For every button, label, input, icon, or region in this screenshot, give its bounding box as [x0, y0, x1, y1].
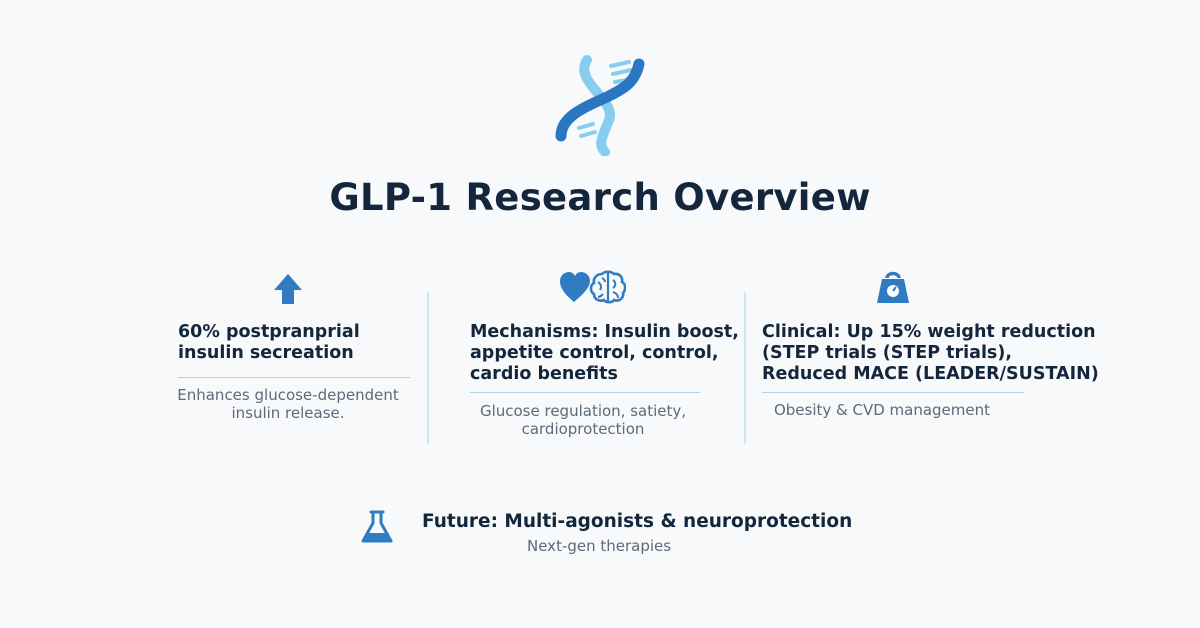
column-divider	[744, 292, 746, 444]
column-description: Obesity & CVD management	[773, 401, 991, 419]
page-title: GLP-1 Research Overview	[329, 176, 871, 219]
heading-divider	[178, 377, 410, 378]
future-subtitle: Next-gen therapies	[527, 537, 672, 555]
column-heading: Mechanisms: Insulin boost, appetite cont…	[470, 322, 739, 384]
weight-scale-icon	[877, 271, 909, 303]
column-description: Glucose regulation, satiety, cardioprote…	[479, 402, 687, 438]
flask-icon	[361, 510, 393, 543]
heading-divider	[762, 392, 1024, 393]
future-title: Future: Multi-agonists & neuroprotection	[422, 511, 853, 532]
column-heading: Clinical: Up 15% weight reduction (STEP …	[762, 322, 1099, 384]
column-description: Enhances glucose-dependent insulin relea…	[177, 386, 399, 422]
dna-icon	[555, 55, 645, 156]
column-divider	[427, 292, 429, 444]
column-heading: 60% postpranprial insulin secreation	[178, 322, 360, 363]
heading-divider	[470, 392, 700, 393]
arrow-up-icon	[274, 274, 302, 304]
heart-brain-icon	[560, 270, 626, 304]
